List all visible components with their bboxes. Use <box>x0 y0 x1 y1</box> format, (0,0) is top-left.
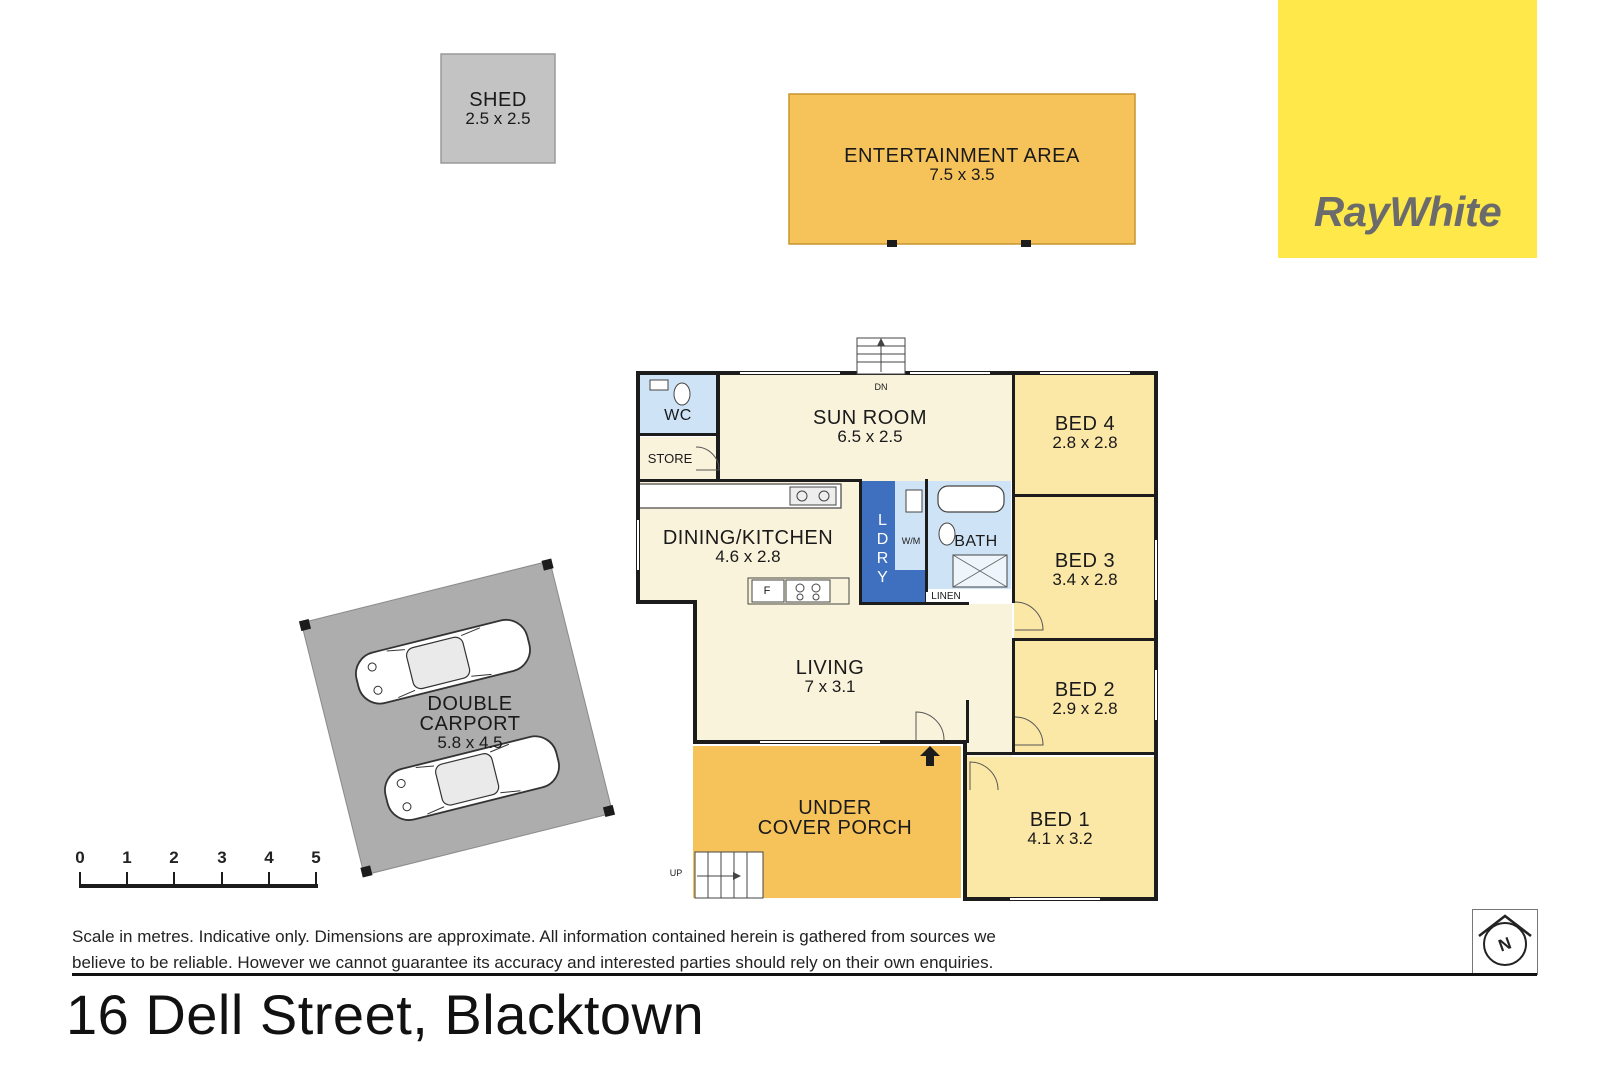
entertainment-dims: 7.5 x 3.5 <box>929 165 995 184</box>
bed1-floor <box>966 757 1156 897</box>
scale-tick-5: 5 <box>311 848 321 867</box>
laundry-floor <box>859 481 895 603</box>
disclaimer-line-1: Scale in metres. Indicative only. Dimens… <box>72 927 996 946</box>
shed-block <box>440 53 556 164</box>
store-label: STORE <box>647 451 693 466</box>
scale-tick-0: 0 <box>75 848 85 867</box>
store-floor <box>639 437 719 481</box>
dining-living-floor <box>639 481 1012 760</box>
carport-dims: 5.8 x 4.5 <box>437 733 503 752</box>
carport-name-line2: CARPORT <box>419 713 521 735</box>
north-arrow: N <box>1472 909 1538 975</box>
porch-label: UNDER COVER PORCH <box>720 798 950 838</box>
footer-divider <box>72 973 1537 976</box>
bed2-dims: 2.9 x 2.8 <box>1052 699 1118 718</box>
scale-tick-2: 2 <box>169 848 179 867</box>
laundry-corner-floor <box>895 570 925 603</box>
bed4-label: BED 4 2.8 x 2.8 <box>1020 414 1150 451</box>
scale-tick-1: 1 <box>122 848 132 867</box>
ray-white-logo: RayWhite <box>1278 0 1537 258</box>
entry-arrow-icon <box>920 746 940 766</box>
sun-room-label: SUN ROOM 6.5 x 2.5 <box>790 408 950 445</box>
dining-kitchen-label: DINING/KITCHEN 4.6 x 2.8 <box>648 528 848 565</box>
windows <box>637 372 1157 900</box>
kitchen-bench-lower <box>747 577 850 605</box>
bed1-name: BED 1 <box>1029 809 1091 831</box>
bed4-name: BED 4 <box>1054 413 1116 435</box>
porch-name-line2: COVER PORCH <box>757 817 913 839</box>
car-icon <box>355 618 531 705</box>
shed-dims: 2.5 x 2.5 <box>465 109 531 128</box>
disclaimer-line-2: believe to be reliable. However we canno… <box>72 953 994 972</box>
bed1-dims: 4.1 x 3.2 <box>1027 829 1093 848</box>
wm-label: W/M <box>901 536 921 546</box>
living-name: LIVING <box>795 657 865 679</box>
sun-room-name: SUN ROOM <box>813 407 927 429</box>
carport-name-line1: DOUBLE <box>427 693 513 715</box>
bed3-dims: 3.4 x 2.8 <box>1052 570 1118 589</box>
entertainment-post <box>1021 240 1031 247</box>
stairs-up-label: UP <box>669 868 683 878</box>
north-compass-icon <box>1478 914 1532 966</box>
property-address: 16 Dell Street, Blacktown <box>66 983 705 1046</box>
fridge-label: F <box>763 585 771 597</box>
dining-kitchen-dims: 4.6 x 2.8 <box>715 547 781 566</box>
bed2-name: BED 2 <box>1054 679 1116 701</box>
bed2-label: BED 2 2.9 x 2.8 <box>1020 680 1150 717</box>
entertainment-post <box>887 240 897 247</box>
logo-wordmark: RayWhite <box>1313 188 1502 235</box>
bed1-label: BED 1 4.1 x 3.2 <box>990 810 1130 847</box>
scale-bar <box>79 872 318 888</box>
door-swings <box>695 446 1044 791</box>
entertainment-area-block <box>788 93 1136 245</box>
rear-stairs <box>856 337 906 375</box>
laundry-label: LDRY <box>874 512 891 588</box>
wc-label: WC <box>664 407 692 424</box>
linen-label: LINEN <box>926 592 966 602</box>
dining-kitchen-name: DINING/KITCHEN <box>662 527 834 549</box>
sun-room-floor <box>719 374 1012 481</box>
scale-tick-4: 4 <box>264 848 274 867</box>
porch-name-line1: UNDER <box>798 797 872 819</box>
bed4-floor <box>1014 374 1156 496</box>
shed-name: SHED <box>469 89 527 111</box>
toilet-icon <box>673 382 691 406</box>
living-dims: 7 x 3.1 <box>804 677 856 696</box>
bathtub-icon <box>937 485 1005 513</box>
carport-label: DOUBLE CARPORT 5.8 x 4.5 <box>390 694 550 751</box>
sun-room-dims: 6.5 x 2.5 <box>837 427 903 446</box>
scale-tick-3: 3 <box>217 848 227 867</box>
bed4-dims: 2.8 x 2.8 <box>1052 433 1118 452</box>
stairs-down-label: DN <box>874 382 888 392</box>
laundry-tub-icon <box>905 489 923 513</box>
stove-icon <box>785 579 831 603</box>
car-icon <box>384 735 560 821</box>
living-label: LIVING 7 x 3.1 <box>760 658 900 695</box>
bed2-floor <box>1014 640 1156 754</box>
bed3-name: BED 3 <box>1054 550 1116 572</box>
bed3-label: BED 3 3.4 x 2.8 <box>1020 551 1150 588</box>
front-stairs <box>694 851 764 899</box>
fridge-icon <box>751 579 785 603</box>
shed-label: SHED 2.5 x 2.5 <box>441 90 555 127</box>
entertainment-label: ENTERTAINMENT AREA 7.5 x 3.5 <box>789 146 1135 183</box>
entertainment-name: ENTERTAINMENT AREA <box>844 145 1080 167</box>
carport-block <box>298 558 616 878</box>
disclaimer-text: Scale in metres. Indicative only. Dimens… <box>72 924 1262 976</box>
bath-label: BATH <box>954 533 998 550</box>
